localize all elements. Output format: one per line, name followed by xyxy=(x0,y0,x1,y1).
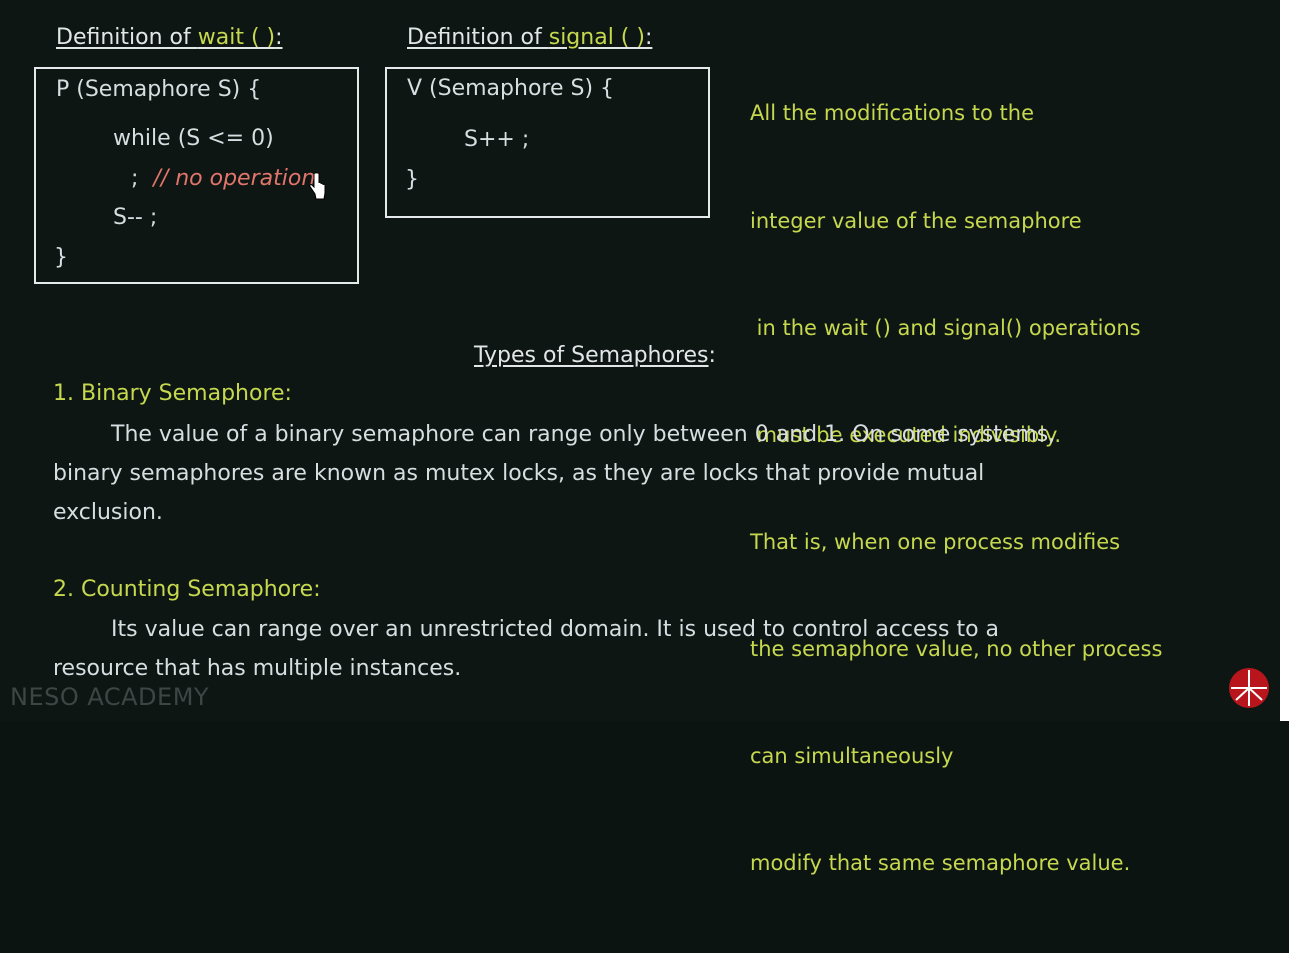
signal-heading-keyword: signal ( ) xyxy=(548,25,645,50)
neso-logo-icon xyxy=(1229,668,1269,708)
wait-noop-semicolon: ; xyxy=(131,166,139,191)
wait-noop-comment: // no operation xyxy=(153,166,316,191)
signal-close-brace: } xyxy=(405,167,419,192)
note-line: modify that same semaphore value. xyxy=(750,851,1131,876)
wait-while-line: while (S <= 0) xyxy=(113,126,274,151)
binary-semaphore-title: 1. Binary Semaphore: xyxy=(53,381,292,406)
binary-semaphore-description: The value of a binary semaphore can rang… xyxy=(53,415,1055,532)
types-heading-text: Types of Semaphores xyxy=(474,343,709,368)
types-heading: Types of Semaphores: xyxy=(474,343,716,368)
counting-line: resource that has multiple instances. xyxy=(53,656,462,681)
wait-definition-heading: Definition of wait ( ): xyxy=(56,25,283,50)
types-heading-suffix: : xyxy=(708,343,716,368)
wait-code-box xyxy=(34,67,359,284)
signal-code-box xyxy=(385,67,710,218)
signal-definition-heading: Definition of signal ( ): xyxy=(407,25,652,50)
wait-heading-suffix: : xyxy=(275,25,283,50)
note-line: All the modifications to the xyxy=(750,101,1035,126)
neso-academy-watermark: NESO ACADEMY xyxy=(10,683,210,711)
signal-heading-prefix: Definition of xyxy=(407,25,549,50)
wait-decrement-line: S-- ; xyxy=(113,205,158,230)
hand-pointer-icon xyxy=(309,172,326,200)
signal-heading-suffix: : xyxy=(644,25,653,50)
counting-semaphore-title: 2. Counting Semaphore: xyxy=(53,577,321,602)
note-line: must be executed indivisibly. xyxy=(750,422,1062,447)
note-line: can simultaneously xyxy=(750,744,954,769)
wait-close-brace: } xyxy=(54,245,68,270)
wait-signature: P (Semaphore S) { xyxy=(56,77,262,102)
wait-heading-keyword: wait ( ) xyxy=(197,25,276,50)
counting-semaphore-description: Its value can range over an unrestricted… xyxy=(53,610,999,688)
counting-line: Its value can range over an unrestricted… xyxy=(111,617,1000,642)
binary-line: exclusion. xyxy=(53,500,163,525)
wait-heading-prefix: Definition of xyxy=(56,25,198,50)
signal-signature: V (Semaphore S) { xyxy=(407,76,615,101)
note-line: in the wait () and signal() operations xyxy=(750,315,1141,340)
signal-increment-line: S++ ; xyxy=(464,127,530,152)
note-line: That is, when one process modifies xyxy=(750,529,1121,554)
note-line: the semaphore value, no other process xyxy=(750,636,1163,661)
binary-line: The value of a binary semaphore can rang… xyxy=(111,422,1056,447)
wait-noop-line: ; // no operation xyxy=(131,166,315,191)
note-line: integer value of the semaphore xyxy=(750,208,1082,233)
slide: Definition of wait ( ): P (Semaphore S) … xyxy=(10,25,1269,876)
window-edge xyxy=(1280,0,1289,721)
binary-line: binary semaphores are known as mutex loc… xyxy=(53,461,985,486)
